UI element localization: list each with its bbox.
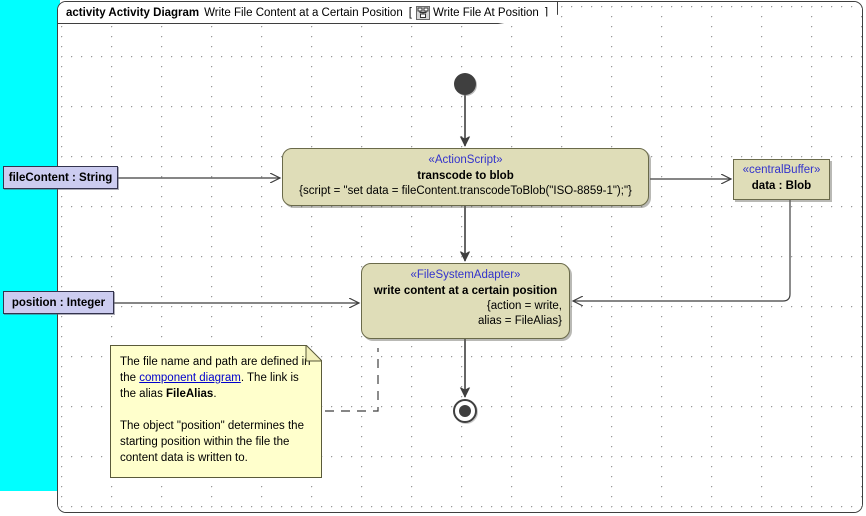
node-title: write content at a certain position	[373, 285, 558, 297]
frame-name: Write File Content at a Certain Position	[204, 6, 403, 19]
note-text-1: The file name and path are defined in th…	[120, 356, 311, 384]
note-text-2: . The link is the alias	[120, 372, 299, 400]
initial-node[interactable]	[454, 73, 476, 95]
note-paragraph-1: The file name and path are defined in th…	[120, 354, 311, 402]
central-buffer-node-data-blob[interactable]: «centralBuffer» data : Blob	[733, 159, 830, 200]
node-title: transcode to blob	[417, 170, 514, 182]
node-title: data : Blob	[751, 180, 812, 192]
node-properties: {script = "set data = fileContent.transc…	[299, 185, 632, 197]
frame-qualifier: Write File At Position	[432, 6, 539, 19]
action-node-write-content-at-position[interactable]: «FileSystemAdapter» write content at a c…	[361, 263, 570, 339]
frame-header-tab[interactable]: activity Activity Diagram Write File Con…	[58, 2, 559, 24]
frame-keyword: activity Activity Diagram	[66, 6, 200, 19]
frame-bracket-close: ]	[544, 6, 549, 19]
note-paragraph-2: The object "position" determines the sta…	[120, 420, 304, 464]
activity-parameter-filecontent[interactable]: fileContent : String	[3, 166, 118, 189]
activity-diagram-icon	[415, 5, 430, 20]
stereotype-label: «ActionScript»	[428, 154, 503, 166]
stereotype-label: «centralBuffer»	[742, 164, 821, 176]
comment-note[interactable]: The file name and path are defined in th…	[110, 345, 322, 478]
action-node-transcode-to-blob[interactable]: «ActionScript» transcode to blob {script…	[282, 148, 649, 206]
activity-final-node[interactable]	[453, 399, 477, 423]
note-link-component-diagram[interactable]: component diagram	[139, 372, 241, 384]
pin-label: position : Integer	[11, 296, 106, 309]
node-properties-line1: {action = write,	[486, 300, 562, 312]
note-text-filealias: FileAlias	[166, 388, 214, 400]
frame-bracket-open: [	[408, 6, 412, 19]
pin-label: fileContent : String	[8, 171, 113, 184]
activity-parameter-position[interactable]: position : Integer	[3, 291, 114, 314]
note-text-3: .	[213, 388, 217, 400]
selection-highlight-band	[0, 0, 60, 491]
stereotype-label: «FileSystemAdapter»	[410, 269, 521, 281]
node-properties-line2: alias = FileAlias}	[477, 315, 562, 327]
